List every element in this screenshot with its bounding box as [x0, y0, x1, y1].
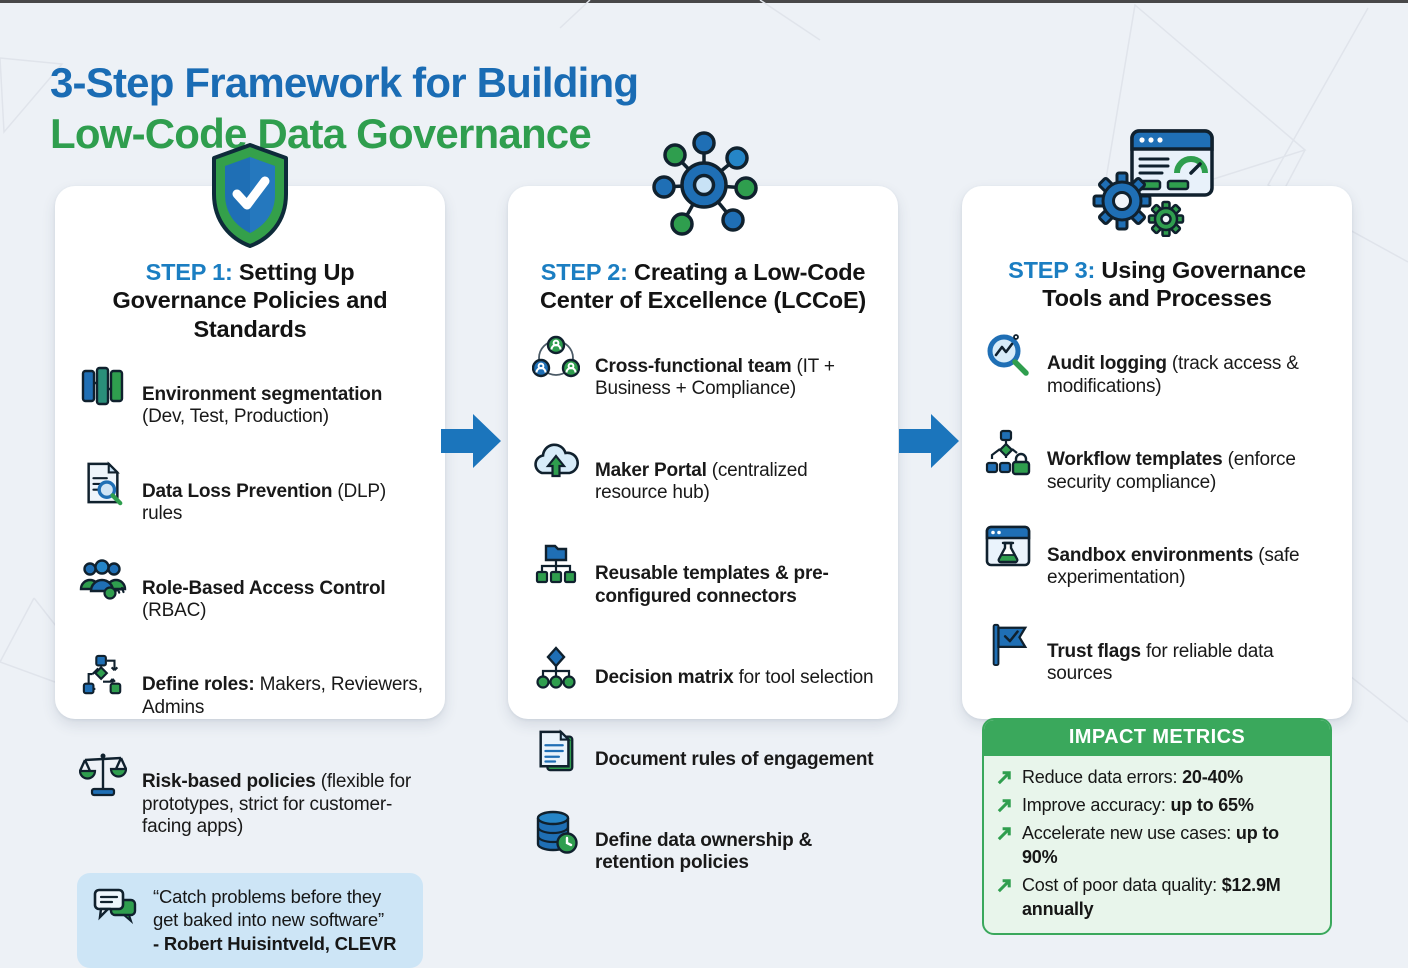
- chat-bubbles-icon: [91, 886, 141, 930]
- cloud-upload-icon: [530, 439, 582, 483]
- step1-heading: STEP 1: Setting Up Governance Policies a…: [77, 258, 423, 344]
- sandbox-flask-icon: [982, 524, 1034, 568]
- metric-row: Improve accuracy: up to 65%: [996, 794, 1318, 817]
- list-item: Decision matrix for tool selection: [530, 646, 876, 708]
- quote-attribution: - Robert Huisintveld, CLEVR: [153, 932, 397, 954]
- step2-item-list: Cross-functional team (IT + Business + C…: [530, 335, 876, 894]
- list-item: Define roles: Makers, Reviewers, Admins: [77, 653, 423, 738]
- list-item: Audit logging (track access & modificati…: [982, 332, 1332, 417]
- step2-label: STEP 2:: [540, 258, 628, 285]
- step3-label: STEP 3:: [1008, 256, 1096, 283]
- workflow-lock-icon: [982, 428, 1034, 476]
- step1-label: STEP 1:: [145, 258, 233, 285]
- trend-up-arrow-icon: [997, 879, 1011, 893]
- quote-text: “Catch problems before they get baked in…: [153, 886, 384, 930]
- folder-tree-icon: [530, 542, 582, 588]
- step2-to-step3-arrow-icon: [899, 414, 961, 468]
- scales-icon: [77, 750, 129, 798]
- list-item: Role-Based Access Control (RBAC): [77, 557, 423, 642]
- list-item: Risk-based policies (flexible for protot…: [77, 750, 423, 857]
- list-item: Environment segmentation (Dev, Test, Pro…: [77, 363, 423, 448]
- step3-item-list: Audit logging (track access & modificati…: [982, 332, 1332, 704]
- top-edge-strip: [0, 0, 1408, 3]
- environment-segmentation-icon: [77, 363, 129, 409]
- shield-check-icon: [212, 143, 288, 248]
- document-lines-icon: [530, 728, 582, 774]
- step2-title: Creating a Low-Code Center of Excellence…: [539, 258, 867, 314]
- users-key-icon: [77, 557, 129, 603]
- impact-metrics-panel: IMPACT METRICS Reduce data errors: 20-40…: [982, 717, 1332, 935]
- gears-dashboard-icon: [1092, 129, 1214, 237]
- page-title-line2: Low-Code Data Governance: [50, 109, 592, 157]
- cross-functional-team-icon: [530, 335, 582, 381]
- database-clock-icon: [530, 809, 582, 855]
- impact-metrics-list: Reduce data errors: 20-40% Improve accur…: [984, 756, 1330, 933]
- list-item: Sandbox environments (safe experimentati…: [982, 524, 1332, 609]
- list-item: Reusable templates & pre-configured conn…: [530, 542, 876, 627]
- step3-heading: STEP 3: Using Governance Tools and Proce…: [982, 256, 1332, 313]
- page-title: 3-Step Framework for Building Low-Code D…: [50, 58, 639, 159]
- roles-flowchart-icon: [77, 653, 129, 699]
- trend-up-arrow-icon: [997, 827, 1011, 841]
- page-title-line1: 3-Step Framework for Building: [50, 59, 639, 107]
- list-item: Workflow templates (enforce security com…: [982, 428, 1332, 513]
- quote-box: “Catch problems before they get baked in…: [77, 873, 423, 968]
- step1-title: Setting Up Governance Policies and Stand…: [112, 258, 388, 342]
- list-item: Maker Portal (centralized resource hub): [530, 439, 876, 524]
- trend-up-arrow-icon: [997, 770, 1011, 784]
- step1-card: STEP 1: Setting Up Governance Policies a…: [55, 186, 445, 968]
- trend-up-arrow-icon: [997, 799, 1011, 813]
- step3-title: Using Governance Tools and Processes: [1042, 256, 1306, 312]
- step1-item-list: Environment segmentation (Dev, Test, Pro…: [77, 363, 423, 857]
- audit-magnifier-icon: [982, 332, 1034, 378]
- impact-metrics-title: IMPACT METRICS: [984, 719, 1330, 756]
- step3-card: STEP 3: Using Governance Tools and Proce…: [962, 186, 1352, 935]
- step2-card: STEP 2: Creating a Low-Code Center of Ex…: [508, 186, 898, 873]
- list-item: Cross-functional team (IT + Business + C…: [530, 335, 876, 420]
- metric-row: Cost of poor data quality: $12.9M annual…: [996, 874, 1318, 921]
- trust-flag-icon: [982, 620, 1034, 668]
- list-item: Document rules of engagement: [530, 728, 876, 790]
- document-search-icon: [77, 460, 129, 506]
- list-item: Trust flags for reliable data sources: [982, 620, 1332, 705]
- network-hub-icon: [652, 131, 758, 236]
- metric-row: Accelerate new use cases: up to 90%: [996, 822, 1318, 869]
- list-item: Define data ownership & retention polici…: [530, 809, 876, 894]
- metric-row: Reduce data errors: 20-40%: [996, 766, 1318, 789]
- step2-heading: STEP 2: Creating a Low-Code Center of Ex…: [530, 258, 876, 315]
- decision-tree-icon: [530, 646, 582, 692]
- list-item: Data Loss Prevention (DLP) rules: [77, 460, 423, 545]
- step1-to-step2-arrow-icon: [441, 414, 503, 468]
